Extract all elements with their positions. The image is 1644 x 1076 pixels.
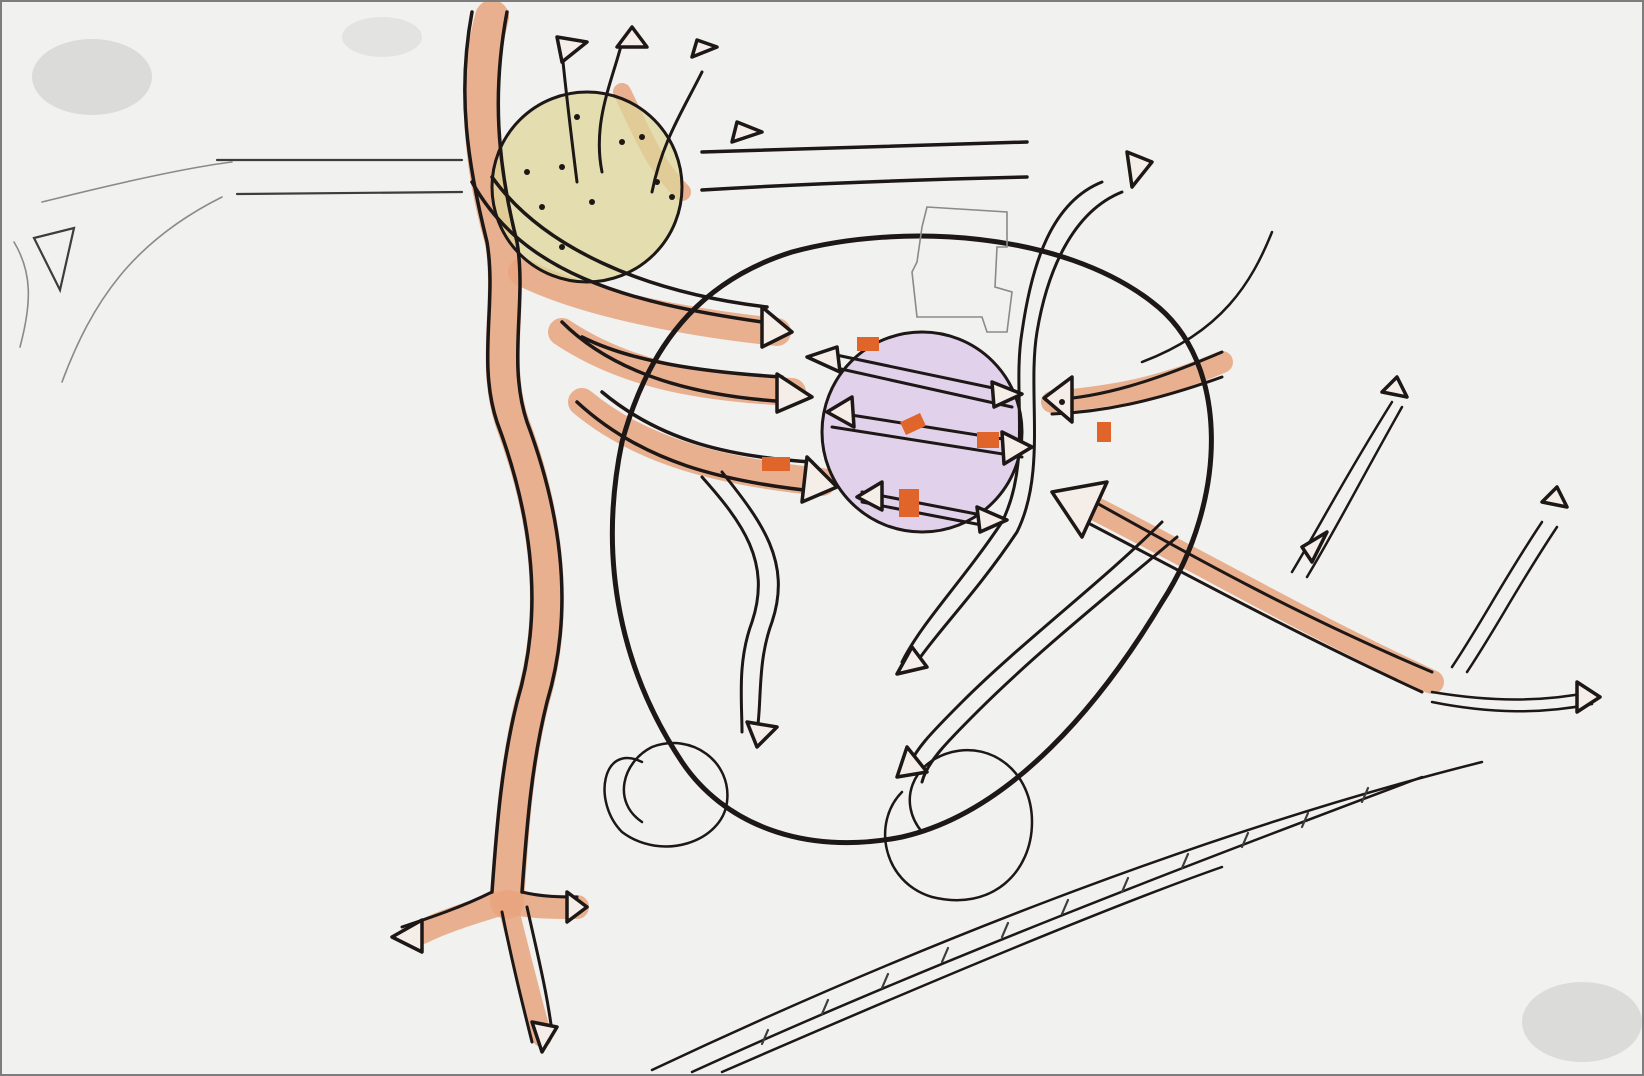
arrowhead-icon: [807, 347, 840, 372]
arrowhead-icon: [532, 1022, 557, 1052]
arrowhead-icon: [692, 40, 717, 57]
building-outline: [912, 207, 1012, 332]
paper-smudges: [32, 17, 1642, 1062]
arrowhead-icon: [1127, 152, 1152, 187]
railway-line: [652, 762, 1482, 1072]
arrowhead-icon: [1044, 377, 1072, 422]
arrowhead-icon: [1542, 487, 1567, 507]
existing-road-left: [14, 160, 462, 382]
activity-marker-icon: [977, 432, 999, 448]
arrowhead-icon: [617, 27, 647, 47]
activity-marker-icon: [899, 489, 919, 517]
scribble-loops: [605, 743, 1032, 900]
arrowhead-icon: [977, 507, 1007, 532]
arrowhead-icon: [732, 122, 762, 142]
arrowhead-icon: [747, 722, 777, 747]
arrowhead-icon: [1577, 682, 1600, 712]
activity-marker-icon: [762, 457, 790, 471]
activity-marker-icon: [857, 337, 879, 351]
arrowhead-icon: [1382, 377, 1407, 397]
arrowhead-icon: [557, 37, 587, 62]
arrowhead-icon: [897, 747, 927, 777]
activity-marker-icon: [1097, 422, 1111, 442]
